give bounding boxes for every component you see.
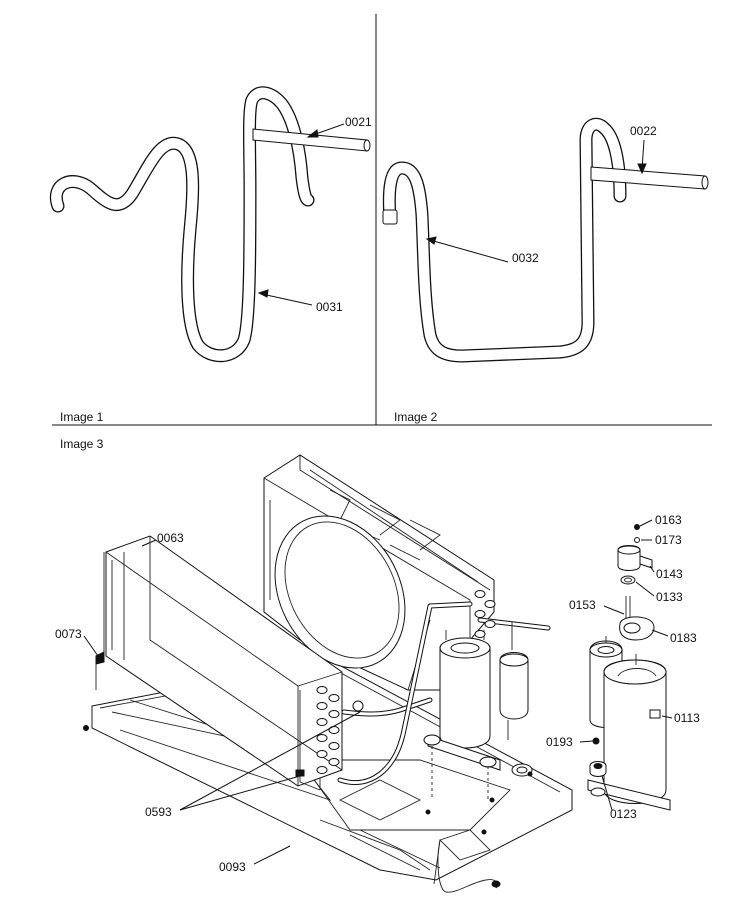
refrigerant-tubing: [337, 601, 551, 786]
label-0073: 0073: [55, 627, 82, 641]
label-0063: 0063: [157, 531, 184, 545]
label-0163: 0163: [655, 513, 682, 527]
nameplate: [649, 709, 661, 719]
fan-shroud: [263, 454, 495, 691]
label-0143: 0143: [656, 567, 683, 581]
label-0183: 0183: [670, 631, 697, 645]
label-0022: 0022: [630, 124, 657, 138]
leaders-image-3: [83, 519, 673, 865]
compressor-installed: [423, 590, 529, 800]
bracket-0073: [95, 651, 105, 665]
label-0031: 0031: [316, 300, 343, 314]
tube-assembly-0032: [382, 117, 709, 363]
washer-0173: [634, 537, 640, 543]
gasket-0133: [620, 575, 636, 585]
coil-bends-right: [474, 590, 496, 638]
grommet-0193: [592, 737, 600, 745]
caption-image-2: Image 2: [394, 410, 438, 424]
caption-image-1: Image 1: [60, 410, 104, 424]
leaders-image-2: [425, 139, 647, 263]
label-0113: 0113: [674, 711, 700, 725]
label-0032: 0032: [512, 251, 539, 265]
sleeve-0022: [590, 166, 706, 190]
coil-return-bends: [316, 686, 340, 774]
label-0093: 0093: [219, 860, 246, 874]
label-0123: 0123: [610, 807, 637, 821]
compressor-0113: [587, 636, 671, 811]
label-0193: 0193: [546, 735, 573, 749]
sleeve-0021: [252, 128, 368, 152]
leaders-image-1: [257, 123, 345, 306]
label-0153: 0153: [569, 598, 596, 612]
label-0133: 0133: [656, 590, 683, 604]
tube-end-cap: [382, 209, 398, 225]
screw-0163: [634, 524, 640, 530]
label-0593: 0593: [145, 805, 172, 819]
terminal-parts: [617, 524, 655, 641]
clip-0593: [295, 769, 305, 777]
caption-image-3: Image 3: [60, 437, 104, 451]
label-0173: 0173: [655, 533, 682, 547]
tube-assembly-0031: [49, 86, 371, 363]
label-0021: 0021: [345, 115, 372, 129]
panel-frame: [52, 14, 712, 426]
condenser-coil-0063: [95, 535, 343, 791]
